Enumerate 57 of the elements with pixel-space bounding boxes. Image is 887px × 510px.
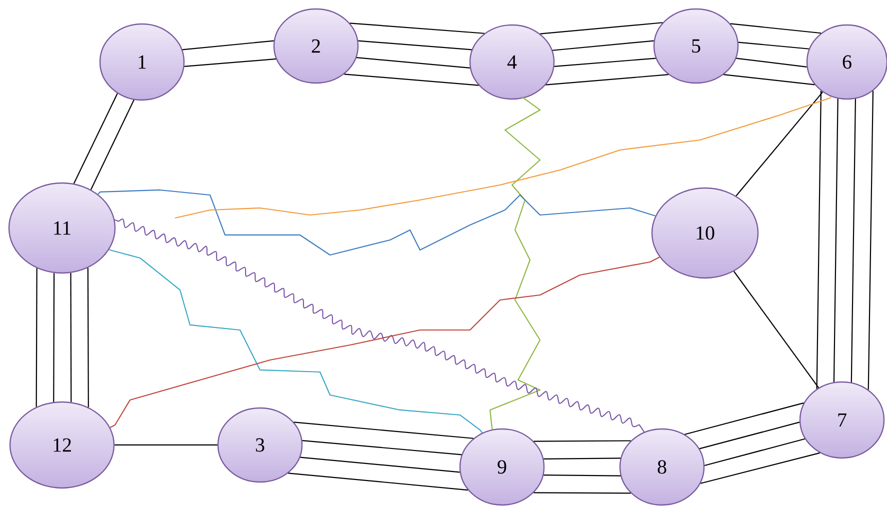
graph-node: 2 — [273, 8, 359, 84]
graph-node: 5 — [653, 8, 739, 84]
edge-line — [544, 474, 621, 476]
edge-line — [302, 440, 462, 456]
route-line — [110, 256, 660, 428]
edge-line — [738, 42, 809, 50]
edge-line — [73, 93, 118, 184]
edge-line — [552, 40, 654, 51]
graph-node: 4 — [469, 24, 555, 100]
edge-line — [87, 268, 89, 408]
edge-line — [344, 74, 479, 86]
edge-line — [733, 271, 820, 388]
route-line — [489, 96, 541, 430]
edge-line — [704, 438, 806, 466]
edge-line — [699, 422, 800, 450]
edge-line — [184, 58, 276, 67]
edge-line — [534, 492, 631, 494]
edge-line — [90, 100, 134, 190]
edge-line — [540, 22, 663, 34]
graph-node: 12 — [9, 401, 115, 489]
graph-node: 9 — [459, 428, 545, 506]
graph-node: 6 — [806, 24, 887, 100]
route-line — [109, 248, 483, 434]
edge-line — [350, 22, 484, 34]
edge-line — [288, 472, 468, 491]
edge-line — [300, 456, 460, 473]
graph-node: 7 — [799, 381, 885, 459]
edge-line — [736, 58, 807, 68]
edge-line — [554, 58, 656, 67]
edge-line — [684, 402, 804, 435]
edge-line — [294, 422, 474, 439]
edge-line — [736, 92, 824, 196]
edge-line — [114, 444, 218, 446]
graph-node: 11 — [8, 182, 116, 274]
edge-line — [833, 98, 838, 382]
edge-line — [53, 273, 55, 402]
route-line — [98, 189, 656, 256]
edge-line — [182, 40, 274, 50]
route-line — [174, 96, 832, 219]
graph-node: 8 — [619, 428, 705, 506]
edge-line — [544, 458, 621, 460]
edge-line — [816, 90, 822, 389]
edge-line — [700, 452, 820, 484]
graph-node: 1 — [99, 23, 185, 101]
edge-line — [730, 23, 822, 34]
edge-line — [358, 40, 472, 50]
route-line — [114, 218, 645, 432]
graph-node: 3 — [217, 407, 303, 483]
edge-line — [356, 57, 470, 68]
edge-line — [868, 90, 874, 390]
edge-line — [850, 98, 856, 382]
edge-line — [70, 272, 72, 402]
edge-line — [546, 74, 668, 86]
edge-line — [724, 74, 815, 86]
edge-line — [36, 268, 38, 407]
graph-node: 10 — [651, 187, 759, 279]
edge-line — [534, 440, 631, 442]
